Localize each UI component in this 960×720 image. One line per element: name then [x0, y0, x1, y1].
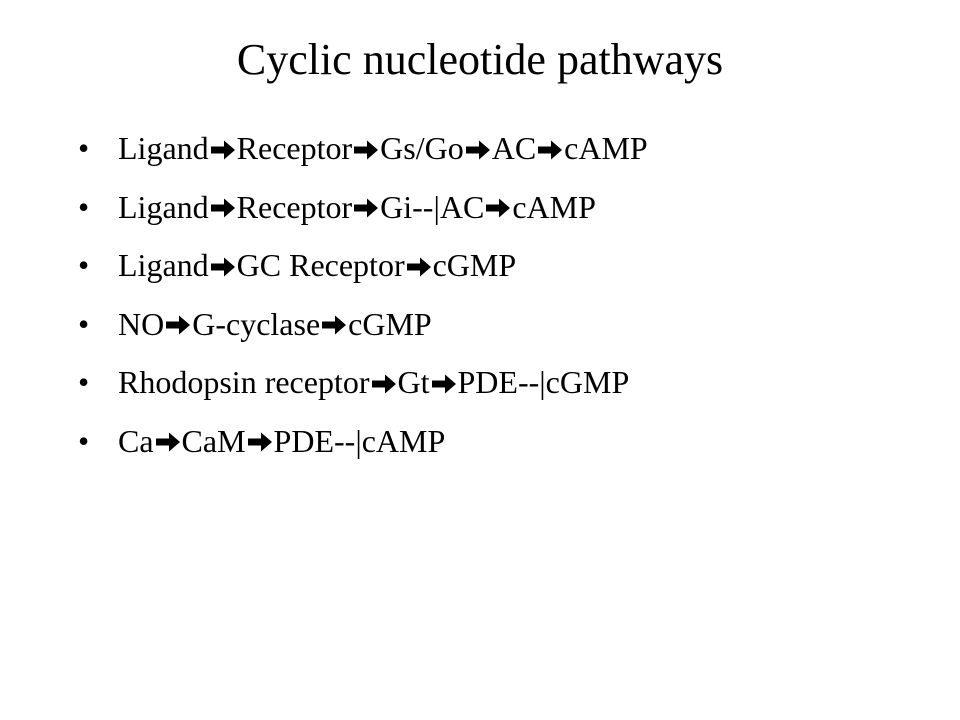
pathway-segment: Gs/Go	[380, 130, 464, 166]
right-arrow-icon	[210, 256, 236, 278]
pathway-segment: Receptor	[236, 130, 353, 166]
right-arrow-icon	[165, 314, 191, 336]
pathway-segment: Ligand	[118, 130, 209, 166]
pathway-item-5: • Rhodopsin receptor Gt PDE--|cGMP	[78, 363, 648, 402]
right-arrow-icon	[406, 256, 432, 278]
bullet-dot: •	[78, 364, 90, 401]
pathway-segment: CaM	[181, 422, 246, 459]
pathway-item-1: • Ligand Receptor Gs/Go AC cAMP	[78, 129, 648, 168]
right-arrow-icon	[321, 314, 347, 336]
pathway-text: Ligand GC Receptor cGMP	[118, 246, 516, 285]
pathway-text: NO G-cyclase cGMP	[118, 305, 432, 344]
right-arrow-icon	[210, 197, 236, 219]
bullet-dot: •	[78, 130, 90, 166]
pathway-segment: Gi--|AC	[380, 188, 485, 225]
right-arrow-icon	[353, 139, 379, 161]
pathway-segment: Gt	[397, 364, 430, 401]
right-arrow-icon	[431, 373, 457, 395]
pathway-segment: PDE--|cAMP	[273, 422, 446, 459]
pathway-item-4: • NO G-cyclase cGMP	[78, 305, 648, 344]
pathway-segment: cGMP	[432, 247, 517, 284]
pathway-segment: Ca	[118, 422, 154, 459]
right-arrow-icon	[210, 139, 236, 161]
pathway-item-3: • Ligand GC Receptor cGMP	[78, 246, 648, 285]
pathway-segment: PDE--|cGMP	[457, 364, 630, 401]
pathway-segment: cGMP	[348, 305, 432, 342]
bullet-dot: •	[78, 422, 90, 459]
pathway-text: Rhodopsin receptor Gt PDE--|cGMP	[118, 363, 629, 402]
bullet-dot: •	[78, 188, 90, 225]
pathway-segment: Receptor	[236, 188, 353, 225]
right-arrow-icon	[485, 197, 511, 219]
pathway-segment: Ligand	[118, 247, 209, 284]
pathway-list: • Ligand Receptor Gs/Go AC cAMP • Ligand…	[78, 129, 648, 481]
right-arrow-icon	[247, 431, 273, 453]
pathway-item-2: • Ligand Receptor Gi--|AC cAMP	[78, 188, 648, 227]
pathway-item-6: • Ca CaM PDE--|cAMP	[78, 422, 648, 461]
pathway-text: Ca CaM PDE--|cAMP	[118, 422, 445, 461]
right-arrow-icon	[155, 431, 181, 453]
right-arrow-icon	[537, 139, 563, 161]
bullet-dot: •	[78, 247, 90, 284]
pathway-segment: Ligand	[118, 188, 209, 225]
bullet-dot: •	[78, 305, 90, 342]
pathway-text: Ligand Receptor Gs/Go AC cAMP	[118, 129, 648, 168]
pathway-segment: Rhodopsin receptor	[118, 364, 370, 401]
right-arrow-icon	[465, 139, 491, 161]
pathway-segment: G-cyclase	[192, 305, 321, 342]
pathway-segment: cAMP	[512, 188, 596, 225]
right-arrow-icon	[371, 373, 397, 395]
pathway-segment: GC Receptor	[236, 247, 405, 284]
slide-title: Cyclic nucleotide pathways	[236, 35, 724, 84]
pathway-segment: NO	[118, 305, 165, 342]
pathway-text: Ligand Receptor Gi--|AC cAMP	[118, 188, 596, 227]
pathway-segment: cAMP	[564, 130, 648, 166]
right-arrow-icon	[353, 197, 379, 219]
pathway-segment: AC	[491, 130, 537, 166]
